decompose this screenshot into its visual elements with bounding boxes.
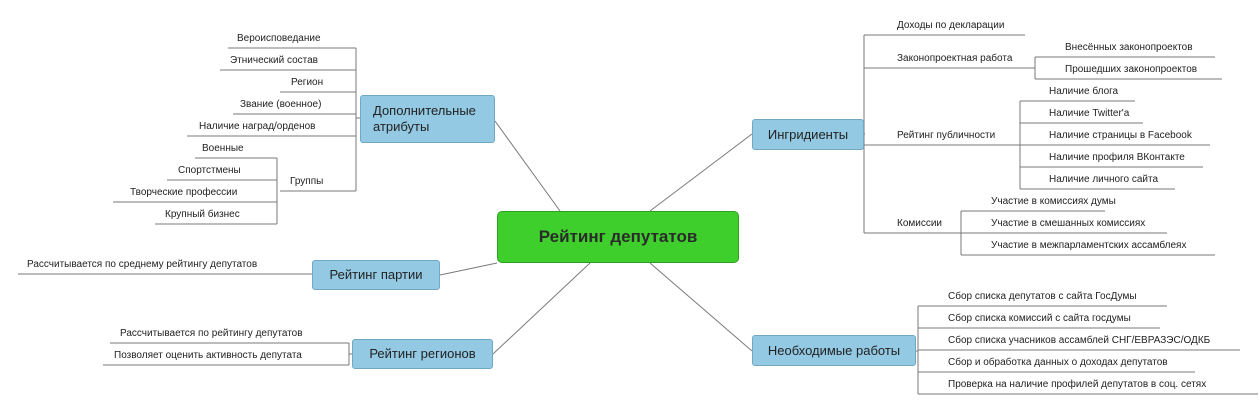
- leaf-regions-activity: Позволяет оценить активность депутата: [114, 350, 302, 361]
- leaf-commissions: Комиссии: [897, 218, 943, 229]
- leaf-regions-calc: Рассчитывается по рейтингу депутатов: [120, 328, 303, 339]
- leaf-bills-submitted: Внесённых законопроектов: [1065, 42, 1193, 53]
- leaf-work-assemblies-list: Сбор списка учасников ассамблей СНГ/ЕВРА…: [948, 335, 1211, 346]
- node-additional-attributes[interactable]: Дополнительные атрибуты: [360, 95, 495, 143]
- leaf-has-facebook: Наличие страницы в Facebook: [1049, 130, 1192, 141]
- leaf-region: Регион: [291, 77, 324, 88]
- leaf-has-vk: Наличие профиля ВКонтакте: [1049, 152, 1185, 163]
- leaf-has-site: Наличие личного сайта: [1049, 174, 1158, 185]
- leaf-work-income-data: Сбор и обработка данных о доходах депута…: [948, 357, 1168, 368]
- leaf-duma-commissions: Участие в комиссиях думы: [991, 196, 1116, 207]
- leaf-groups: Группы: [290, 176, 324, 187]
- leaf-party-calc: Рассчитывается по среднему рейтингу депу…: [27, 259, 258, 270]
- leaf-mixed-commissions: Участие в смешанных комиссиях: [991, 218, 1146, 229]
- leaf-work-deputies-list: Сбор списка депутатов с сайта ГосДумы: [948, 291, 1137, 302]
- node-regions-rating[interactable]: Рейтинг регионов: [352, 339, 493, 369]
- leaf-interparliamentary: Участие в межпарламентских ассамблеях: [991, 240, 1187, 251]
- node-party-rating[interactable]: Рейтинг партии: [312, 260, 440, 290]
- leaf-military: Военные: [202, 143, 244, 154]
- leaf-athletes: Спортстмены: [178, 165, 241, 176]
- leaf-bills-passed: Прошедших законопроектов: [1065, 64, 1198, 75]
- leaf-creative-professions: Творческие профессии: [130, 187, 238, 198]
- leaf-awards: Наличие наград/орденов: [199, 121, 316, 132]
- leaf-lawmaking: Законопроектная работа: [897, 53, 1013, 64]
- leaf-has-blog: Наличие блога: [1049, 86, 1119, 97]
- leaf-work-social-profiles: Проверка на наличие профилей депутатов в…: [948, 379, 1207, 390]
- leaf-publicity-rating: Рейтинг публичности: [897, 130, 996, 141]
- node-required-work[interactable]: Необходимые работы: [752, 335, 916, 366]
- leaf-ethnic-composition: Этнический состав: [230, 55, 318, 66]
- node-ingredients[interactable]: Ингридиенты: [752, 119, 864, 150]
- leaf-big-business: Крупный бизнес: [165, 209, 240, 220]
- leaf-military-rank: Звание (военное): [240, 99, 322, 110]
- leaf-work-commissions-list: Сбор списка комиссий с сайта госдумы: [948, 313, 1131, 324]
- leaf-declaration-income: Доходы по декларации: [897, 20, 1005, 31]
- leaf-has-twitter: Наличие Twitter'a: [1049, 108, 1130, 119]
- leaf-religion: Вероисповедание: [237, 33, 321, 44]
- central-node[interactable]: Рейтинг депутатов: [497, 211, 739, 263]
